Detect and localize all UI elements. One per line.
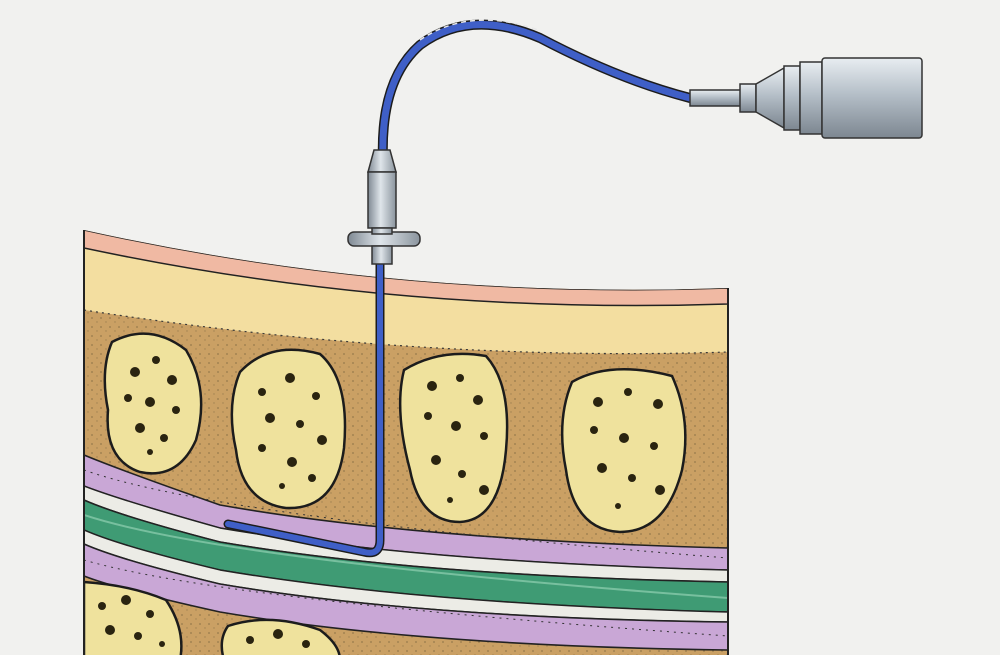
vertebra <box>220 618 342 655</box>
needle-hub <box>347 149 421 265</box>
connector-cone <box>755 66 785 130</box>
fat-layer <box>84 248 728 354</box>
catheter-tube <box>225 259 383 556</box>
tissue-block <box>84 230 728 655</box>
hub-neck <box>371 227 393 235</box>
connector-ring <box>783 65 801 131</box>
connector-collar <box>739 83 757 113</box>
lower-membrane <box>84 542 728 651</box>
connector <box>689 57 923 139</box>
hub-body <box>367 171 397 229</box>
bone-spots-lower <box>98 595 310 648</box>
lower-membrane-dots <box>84 559 728 637</box>
connector-ring-2 <box>799 61 823 135</box>
connector-stem <box>689 89 743 107</box>
catheter <box>223 257 385 558</box>
hub-stem <box>371 245 393 265</box>
bone-spots <box>124 356 665 509</box>
vertebra-row-lower <box>84 580 342 655</box>
hub-tip <box>367 149 397 173</box>
external-tube <box>379 21 694 164</box>
vertebra <box>560 368 687 534</box>
tube-outline <box>377 19 695 165</box>
green-highlight <box>84 514 728 599</box>
connector-barrel <box>821 57 923 139</box>
fat-boundary <box>84 309 728 355</box>
tube-highlight <box>419 19 539 41</box>
vertebra <box>84 580 183 655</box>
